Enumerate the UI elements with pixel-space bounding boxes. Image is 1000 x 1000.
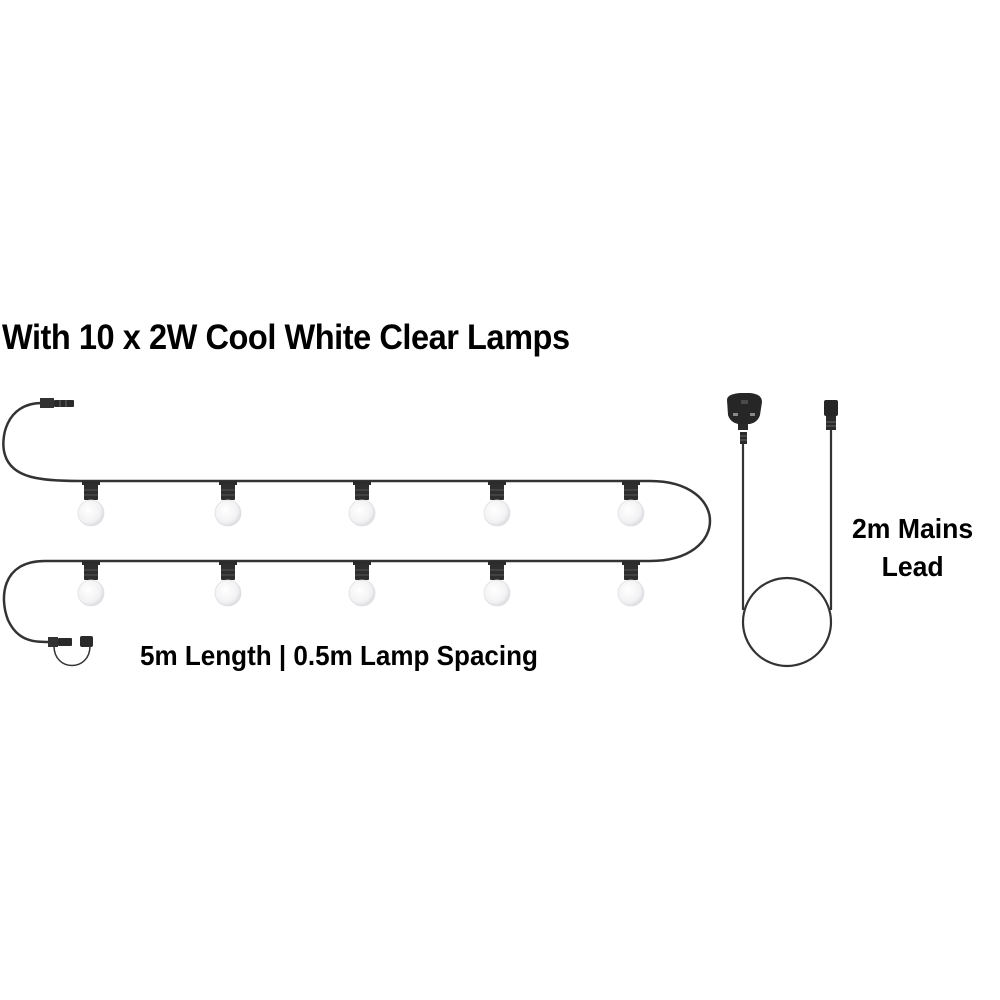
output-connector-icon	[48, 636, 93, 667]
lamp-row-bottom	[77, 560, 645, 607]
festoon-cable	[2, 401, 712, 644]
lamp-row-top	[77, 480, 645, 527]
iec-connector-icon	[824, 400, 838, 430]
lamp-bulb-icon	[77, 560, 105, 607]
input-connector-icon	[40, 398, 74, 408]
mains-lead-line1: 2m Mains	[852, 513, 974, 544]
lamp-bulb-icon	[483, 560, 511, 607]
mains-plug-icon	[727, 393, 762, 444]
lamp-bulb-icon	[617, 560, 645, 607]
length-spacing-caption: 5m Length | 0.5m Lamp Spacing	[140, 640, 538, 671]
lamp-bulb-icon	[348, 480, 376, 527]
lamp-bulb-icon	[214, 560, 242, 607]
mains-cable-coil	[741, 576, 833, 668]
lamp-bulb-icon	[214, 480, 242, 527]
diagram-title: With 10 x 2W Cool White Clear Lamps	[2, 318, 570, 357]
lamp-bulb-icon	[77, 480, 105, 527]
lamp-bulb-icon	[483, 480, 511, 527]
lamp-bulb-icon	[617, 480, 645, 527]
mains-lead-label: 2m Mains Lead	[852, 510, 973, 586]
mains-lead-line2: Lead	[881, 551, 944, 582]
mains-cable	[741, 430, 833, 610]
lamp-bulb-icon	[348, 560, 376, 607]
